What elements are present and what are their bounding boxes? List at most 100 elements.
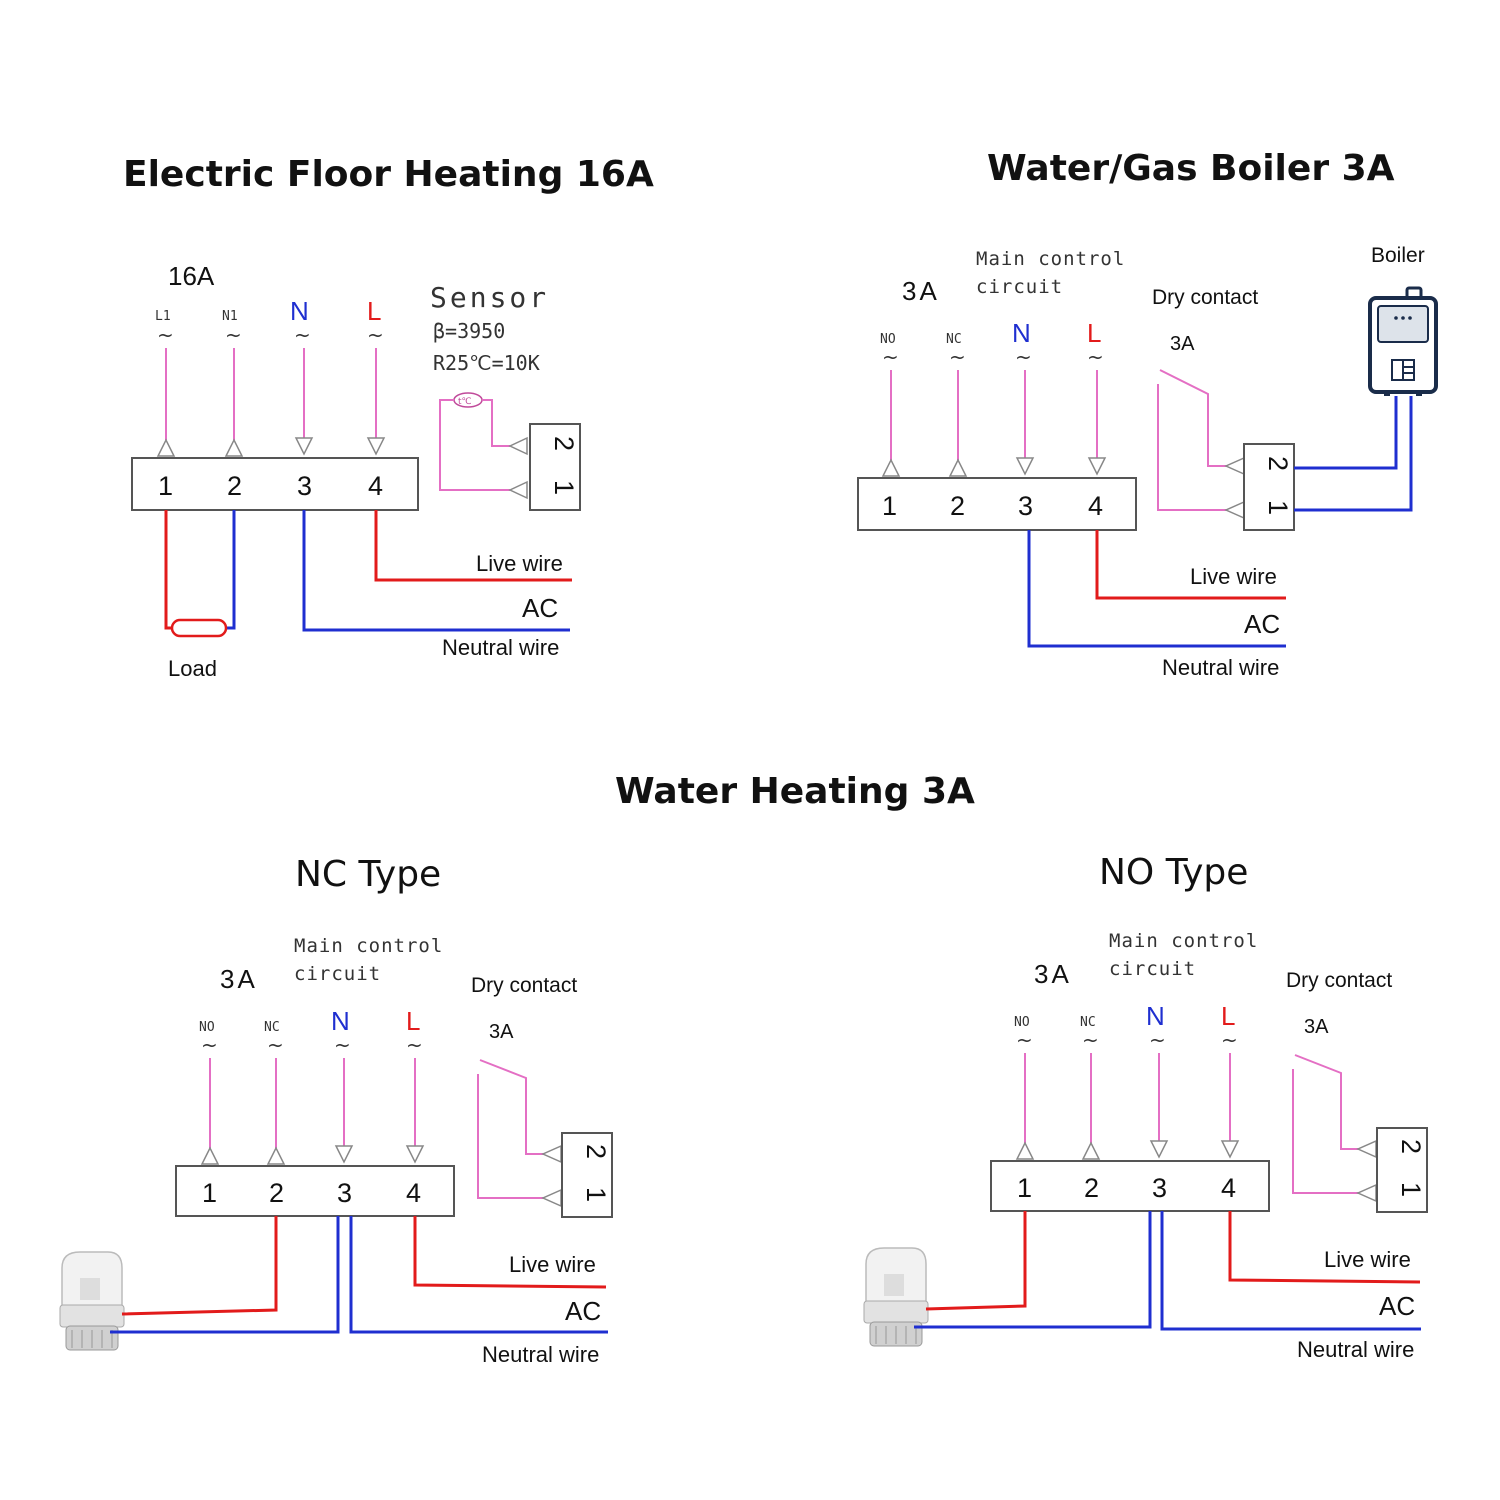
no-dc-num-2: 2 bbox=[1396, 1139, 1426, 1154]
no-main-control: Main control bbox=[1109, 930, 1258, 952]
boiler-term-num-3: 3 bbox=[1018, 491, 1033, 521]
nc-live-to-actuator bbox=[121, 1216, 278, 1316]
nc-arrow-down-3 bbox=[334, 1145, 354, 1164]
floor-live-label: Live wire bbox=[476, 551, 563, 576]
load-resistor-icon bbox=[170, 618, 228, 638]
actuator-icon bbox=[863, 1247, 929, 1347]
nc-dry-switch-upper bbox=[479, 1059, 544, 1155]
no-term-num-2: 2 bbox=[1084, 1173, 1099, 1203]
nc-dry-contact: Dry contact bbox=[471, 974, 577, 997]
no-arrow-down-3 bbox=[1149, 1140, 1169, 1159]
no-arrow-down-4 bbox=[1220, 1140, 1240, 1159]
no-neutral-label: Neutral wire bbox=[1297, 1337, 1414, 1362]
nc-tilde-3: ~ bbox=[334, 1033, 351, 1057]
thermistor-icon: t℃ bbox=[453, 392, 483, 408]
nc-dry-rating: 3A bbox=[489, 1021, 514, 1043]
floor-term-num-1: 1 bbox=[158, 471, 173, 501]
boiler-dry-switch-upper bbox=[1159, 369, 1228, 467]
no-dc-arrow-1 bbox=[1356, 1183, 1377, 1203]
boiler-tilde-4: ~ bbox=[1087, 345, 1104, 369]
floor-rating: 16A bbox=[168, 261, 215, 291]
boiler-dc-arrow-1 bbox=[1224, 500, 1245, 520]
no-live-label: Live wire bbox=[1324, 1247, 1411, 1272]
no-dry-switch-upper bbox=[1294, 1054, 1359, 1150]
no-dc-num-1: 1 bbox=[1396, 1182, 1426, 1197]
no-live-wire bbox=[1228, 1211, 1421, 1284]
nc-dry-switch-lower bbox=[477, 1074, 544, 1199]
no-terminal-block bbox=[990, 1160, 1270, 1212]
boiler-main-control: Main control bbox=[976, 248, 1125, 270]
boiler-dc-num-2: 2 bbox=[1263, 456, 1293, 471]
nc-live-wire bbox=[413, 1216, 607, 1289]
floor-tilde-2: ~ bbox=[225, 323, 242, 347]
floor-term-label-n: N bbox=[290, 296, 309, 326]
no-rating: 3A bbox=[1034, 959, 1072, 989]
no-type-section: NO Type 3A Main control circuit NO NC N … bbox=[863, 852, 1428, 1362]
sensor-arrow-1 bbox=[508, 480, 528, 500]
no-arrow-up-1 bbox=[1015, 1141, 1035, 1160]
boiler-term-label-n: N bbox=[1012, 318, 1031, 348]
boiler-dry-rating: 3A bbox=[1170, 333, 1195, 355]
floor-tilde-4: ~ bbox=[367, 323, 384, 347]
nc-arrow-down-4 bbox=[405, 1145, 425, 1164]
no-tilde-4: ~ bbox=[1221, 1028, 1238, 1052]
nc-neutral-wire bbox=[349, 1216, 608, 1334]
nc-live-label: Live wire bbox=[509, 1252, 596, 1277]
nc-dc-arrow-2 bbox=[541, 1144, 562, 1164]
boiler-dc-arrow-2 bbox=[1224, 456, 1245, 476]
floor-tilde-1: ~ bbox=[157, 323, 174, 347]
sensor-wire-2 bbox=[482, 399, 510, 447]
floor-neutral-label: Neutral wire bbox=[442, 635, 559, 660]
sensor-beta: β=3950 bbox=[433, 319, 505, 343]
nc-neutral-label: Neutral wire bbox=[482, 1342, 599, 1367]
nc-term-num-4: 4 bbox=[406, 1178, 421, 1208]
no-tilde-3: ~ bbox=[1149, 1028, 1166, 1052]
nc-term-label-no: NO bbox=[199, 1020, 215, 1035]
nc-rating: 3A bbox=[220, 964, 258, 994]
boiler-neutral-label: Neutral wire bbox=[1162, 655, 1279, 680]
no-circuit: circuit bbox=[1109, 958, 1196, 980]
nc-term-num-2: 2 bbox=[269, 1178, 284, 1208]
floor-tilde-3: ~ bbox=[294, 323, 311, 347]
boiler-dry-switch-lower bbox=[1157, 384, 1228, 511]
no-term-num-1: 1 bbox=[1017, 1173, 1032, 1203]
floor-term-num-3: 3 bbox=[297, 471, 312, 501]
nc-dc-num-2: 2 bbox=[581, 1144, 611, 1159]
boiler-arrow-up-2 bbox=[948, 458, 968, 477]
floor-term-label-l: L bbox=[367, 296, 381, 326]
floor-title: Electric Floor Heating 16A bbox=[123, 154, 654, 195]
no-tilde-1: ~ bbox=[1016, 1028, 1033, 1052]
no-dry-switch-lower bbox=[1292, 1069, 1359, 1194]
no-tilde-2: ~ bbox=[1082, 1028, 1099, 1052]
no-term-label-l: L bbox=[1221, 1001, 1235, 1031]
floor-arrow-down-3 bbox=[294, 437, 314, 456]
boiler-arrow-down-3 bbox=[1015, 457, 1035, 476]
boiler-term-label-nc: NC bbox=[946, 332, 962, 347]
no-term-num-3: 3 bbox=[1152, 1173, 1167, 1203]
sensor-wire-1 bbox=[439, 399, 510, 491]
boiler-neutral-wire bbox=[1027, 530, 1286, 648]
boiler-tilde-2: ~ bbox=[949, 345, 966, 369]
floor-ac-label: AC bbox=[522, 593, 558, 623]
no-dc-box bbox=[1376, 1127, 1428, 1213]
floor-arrow-up-1 bbox=[156, 438, 176, 457]
boiler-wire-2 bbox=[1294, 396, 1398, 470]
nc-term-num-3: 3 bbox=[337, 1178, 352, 1208]
floor-term-num-2: 2 bbox=[227, 471, 242, 501]
sensor-label: Sensor bbox=[430, 281, 549, 314]
boiler-circuit: circuit bbox=[976, 276, 1063, 298]
no-arrow-up-2 bbox=[1081, 1141, 1101, 1160]
load-label: Load bbox=[168, 656, 217, 681]
floor-arrow-up-2 bbox=[224, 438, 244, 457]
boiler-rating: 3A bbox=[902, 276, 940, 306]
floor-term-label-1: L1 bbox=[155, 309, 171, 324]
floor-neutral-wire bbox=[302, 510, 570, 632]
sensor-arrow-2 bbox=[508, 436, 528, 456]
nc-type-section: NC Type 3A Main control circuit NO NC N … bbox=[59, 854, 613, 1367]
nc-dc-box bbox=[561, 1132, 613, 1218]
boiler-arrow-up-1 bbox=[881, 458, 901, 477]
nc-term-num-1: 1 bbox=[202, 1178, 217, 1208]
boiler-label: Boiler bbox=[1371, 244, 1425, 267]
floor-live-wire bbox=[374, 510, 572, 582]
